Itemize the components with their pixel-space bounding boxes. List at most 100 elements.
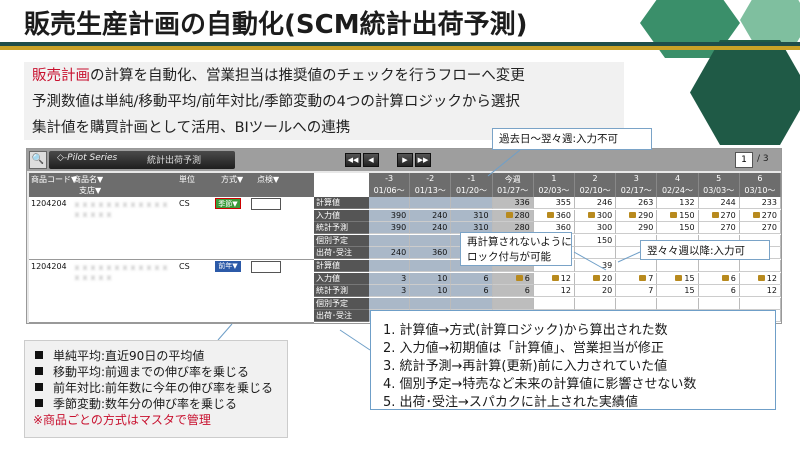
grid-cell <box>410 197 452 209</box>
method-legend: 単純平均:直近90日の平均値 移動平均:前週までの伸び率を乗じる 前年対比:前年… <box>24 340 288 438</box>
cell-value: 240 <box>432 210 448 220</box>
grid-cell[interactable]: 270 <box>698 209 740 222</box>
row-label: 計算値 <box>314 197 369 209</box>
cell-value: 280 <box>514 210 530 220</box>
week-offset: 2 <box>592 174 598 183</box>
cell-value: 244 <box>720 198 736 207</box>
cell-value: 300 <box>596 210 613 220</box>
method-select[interactable]: 前年▼ <box>215 261 241 272</box>
cell-value: 280 <box>514 223 530 233</box>
week-date: 03/10〜 <box>744 186 776 195</box>
lock-icon[interactable] <box>587 212 595 219</box>
week-offset: 4 <box>674 174 681 183</box>
grid-cell <box>369 197 411 209</box>
grid-cell[interactable]: 15 <box>657 272 699 285</box>
grid-cell <box>369 297 411 310</box>
grid-cell <box>533 297 575 310</box>
cell-value: 270 <box>720 223 736 233</box>
lock-icon[interactable] <box>711 212 719 219</box>
product-unit: CS <box>179 262 190 271</box>
header-points[interactable]: 点検▼ <box>257 175 280 184</box>
lock-icon[interactable] <box>515 275 523 282</box>
lock-icon[interactable] <box>721 275 729 282</box>
lock-icon[interactable] <box>505 212 513 219</box>
lock-icon[interactable] <box>675 275 683 282</box>
lock-icon[interactable] <box>546 212 554 219</box>
grid-cell: 263 <box>616 197 658 209</box>
product-name: ｘｘｘｘｘｘｘｘｘｘｘｘ <box>73 263 169 272</box>
grid-cell <box>616 260 658 272</box>
grid-cell[interactable]: 290 <box>616 209 658 222</box>
grid-cell[interactable]: 150 <box>657 209 699 222</box>
lock-icon[interactable] <box>757 275 765 282</box>
grid-cell: 246 <box>575 197 617 209</box>
header-branch[interactable]: 支店▼ <box>79 186 102 195</box>
lock-icon[interactable] <box>670 212 678 219</box>
lock-icon[interactable] <box>551 275 559 282</box>
grid-cell <box>739 260 781 272</box>
app-window: 🔍 ◇-Pilot Series 統計出荷予測 ◀◀ ◀ ▶ ▶▶ 1 / 3 … <box>26 148 782 324</box>
header-code[interactable]: 商品コード▼ <box>31 175 78 184</box>
grid-cell[interactable]: 12 <box>739 272 781 285</box>
cell-value: 270 <box>720 210 736 220</box>
first-page-icon[interactable]: ◀◀ <box>345 153 361 167</box>
grid-cell: 390 <box>369 209 411 222</box>
lock-icon[interactable] <box>629 212 637 219</box>
row-label: 出荷･受注 <box>314 310 369 323</box>
cell-value: 132 <box>679 198 695 207</box>
row-label: 個別予定 <box>314 297 369 310</box>
list-item: 4. 個別予定→特売など未来の計算値に影響させない数 <box>383 377 697 392</box>
search-icon[interactable]: 🔍 <box>29 151 47 169</box>
grid-cell[interactable] <box>657 297 699 310</box>
lock-icon[interactable] <box>593 275 600 282</box>
cell-value: 6 <box>524 273 530 283</box>
grid-cell: 7 <box>616 285 658 298</box>
grid-cell[interactable]: 150 <box>575 234 617 247</box>
last-page-icon[interactable]: ▶▶ <box>415 153 431 167</box>
cell-value: 6 <box>483 273 489 283</box>
grid-cell[interactable] <box>575 297 617 310</box>
cell-value: 15 <box>684 286 695 296</box>
prev-page-icon[interactable]: ◀ <box>363 153 379 167</box>
product-unit: CS <box>179 199 190 208</box>
grid-cell: 355 <box>533 197 575 209</box>
lock-icon[interactable] <box>639 275 647 282</box>
grid-cell[interactable] <box>616 297 658 310</box>
grid-cell: 3 <box>369 272 411 285</box>
method-select[interactable]: 季節▼ <box>215 198 241 209</box>
app-brand: ◇-Pilot Series <box>57 153 118 163</box>
legend-item: 移動平均:前週までの伸び率を乗じる <box>35 363 249 380</box>
grid-cell: 20 <box>575 285 617 298</box>
points-input[interactable] <box>251 261 281 273</box>
grid-cell <box>657 260 699 272</box>
next-page-icon[interactable]: ▶ <box>397 153 413 167</box>
grid-cell[interactable]: 6 <box>698 272 740 285</box>
week-date: 01/13〜 <box>414 186 446 195</box>
grid-cell: 12 <box>533 272 575 285</box>
intro-box: 販売計画の計算を自動化、営業担当は推奨値のチェックを行うフローへ変更 予測数値は… <box>24 62 624 140</box>
grid-cell <box>575 247 617 260</box>
header-unit: 単位 <box>179 175 195 184</box>
grid-cell[interactable] <box>698 297 740 310</box>
header-method[interactable]: 方式▼ <box>221 175 244 184</box>
cell-value: 12 <box>560 273 571 283</box>
highlight-text: 販売計画 <box>32 68 90 84</box>
lock-icon[interactable] <box>752 212 760 219</box>
points-input[interactable] <box>251 198 281 210</box>
page-number-input[interactable]: 1 <box>735 152 753 168</box>
grid-cell[interactable]: 20 <box>575 272 617 285</box>
grid-cell: 240 <box>369 247 411 260</box>
product-branch: ｘｘｘｘｘ <box>73 210 113 219</box>
grid-cell[interactable]: 270 <box>739 209 781 222</box>
grid-cell[interactable] <box>739 297 781 310</box>
tab-forecast[interactable]: 統計出荷予測 <box>147 156 202 166</box>
grid-cell[interactable]: 7 <box>616 272 658 285</box>
grid-cell <box>369 234 411 247</box>
header-name[interactable]: 商品名▼ <box>73 175 104 184</box>
cell-value: 310 <box>473 210 489 220</box>
grid-cell: 10 <box>410 272 452 285</box>
grid-cell[interactable]: 300 <box>575 209 617 222</box>
